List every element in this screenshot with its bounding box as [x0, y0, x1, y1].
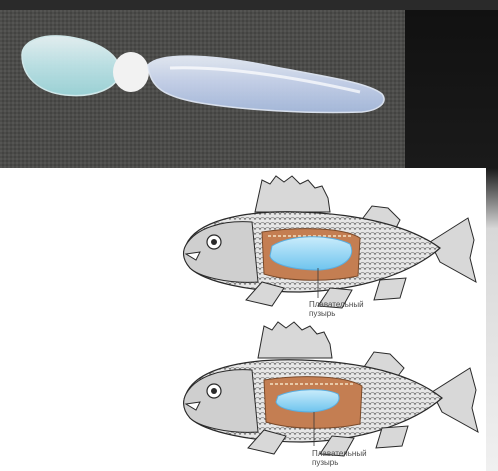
fish-diagram-1 [184, 176, 476, 308]
swim-bladder-label-top: Плавательный пузырь [309, 300, 364, 318]
fish-diagram-2 [184, 322, 478, 456]
right-edge-shadow [486, 168, 498, 471]
top-dark-bar [0, 0, 498, 10]
swim-bladder-photo [0, 10, 405, 168]
swim-bladder-label-bottom: Плавательный пузырь [312, 449, 367, 467]
dark-side-panel [405, 10, 498, 168]
